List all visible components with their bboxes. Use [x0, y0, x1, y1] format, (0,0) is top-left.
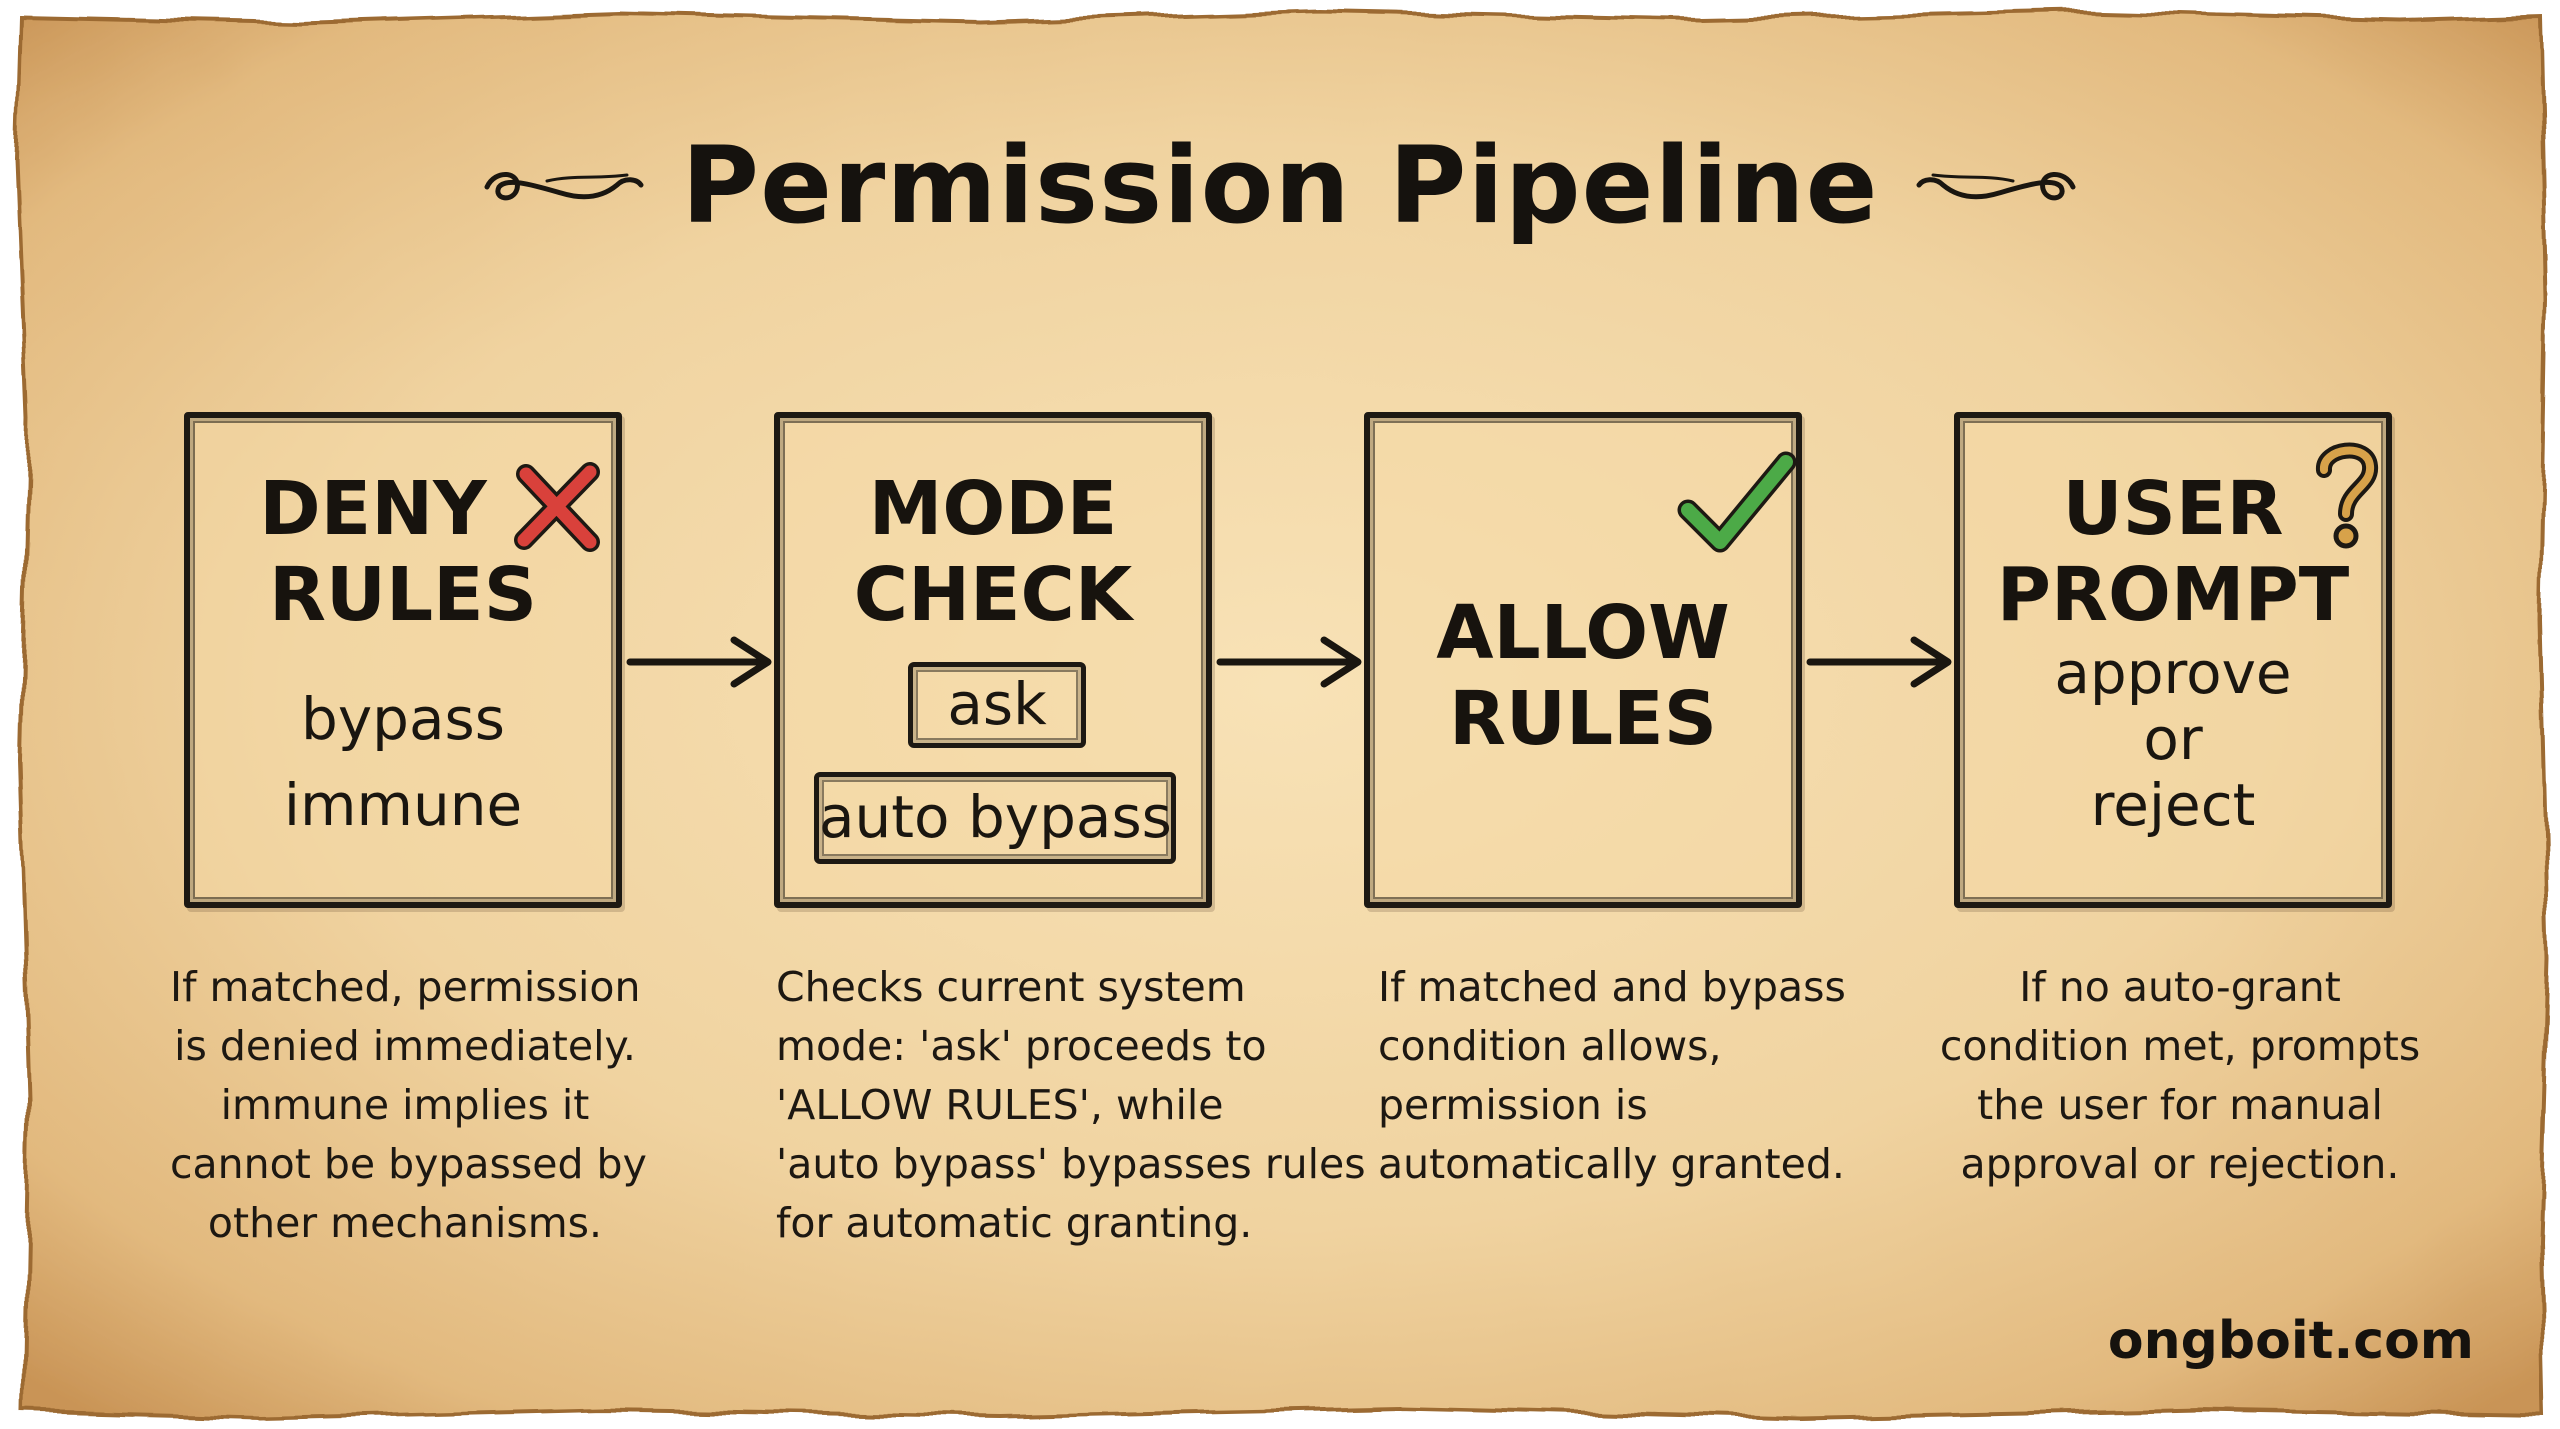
stage-title-line: CHECK [853, 552, 1133, 638]
stage-description-mode: Checks current system mode: 'ask' procee… [776, 958, 1366, 1253]
description-line: mode: 'ask' proceeds to [776, 1022, 1267, 1070]
stage-description-deny: If matched, permission is denied immedia… [170, 958, 647, 1253]
description-line: permission is [1378, 1081, 1648, 1129]
description-line: condition met, prompts [1939, 1022, 2421, 1070]
description-line: If no auto-grant [2019, 963, 2341, 1011]
stage-subtitle-line: or [2143, 705, 2203, 773]
stage-title-line: RULES [268, 552, 538, 638]
stage-subtitle-line: immune [283, 771, 523, 839]
stage-subtitle-line: reject [2090, 771, 2256, 839]
stage-title-line: MODE [868, 466, 1118, 552]
stage-user-prompt: USER PROMPT approve or reject [1954, 412, 2392, 908]
description-line: other mechanisms. [207, 1199, 603, 1247]
red-cross-icon [514, 462, 600, 552]
mode-option-ask: ask [908, 662, 1086, 748]
stage-title-line: RULES [1448, 676, 1718, 762]
flow-arrow [626, 636, 772, 688]
stage-subtitle-line: bypass [301, 685, 505, 753]
description-line: If matched, permission [170, 963, 641, 1011]
title-row: Permission Pipeline [0, 120, 2560, 250]
left-flourish-icon [484, 172, 644, 201]
description-line: condition allows, [1378, 1022, 1722, 1070]
description-line: for automatic granting. [776, 1199, 1253, 1247]
flow-arrow [1806, 636, 1952, 688]
description-line: 'ALLOW RULES', while [776, 1081, 1224, 1129]
stage-subtitle-line: approve [2054, 639, 2292, 707]
description-line: cannot be bypassed by [170, 1140, 647, 1188]
description-line: the user for manual [1977, 1081, 2383, 1129]
description-line: automatically granted. [1378, 1140, 1845, 1188]
stage-mode-check: MODE CHECK ask auto bypass [774, 412, 1212, 908]
page-title: Permission Pipeline [681, 123, 1879, 247]
stage-description-user: If no auto-grant condition met, prompts … [1930, 958, 2430, 1194]
description-line: approval or rejection. [1960, 1140, 2400, 1188]
description-line: 'auto bypass' bypasses rules [776, 1140, 1366, 1188]
stage-deny-rules: DENY RULES bypass immune [184, 412, 622, 908]
green-check-icon [1677, 451, 1796, 553]
question-mark-icon [2316, 442, 2378, 549]
stage-title-line: DENY [259, 466, 487, 552]
mode-option-auto-bypass: auto bypass [814, 772, 1176, 864]
right-flourish-icon [1916, 172, 2076, 201]
stage-description-allow: If matched and bypass condition allows, … [1378, 958, 1878, 1194]
description-line: If matched and bypass [1378, 963, 1846, 1011]
website-label: ongboit.com [2107, 1311, 2474, 1371]
description-line: Checks current system [776, 963, 1246, 1011]
stage-title-line: PROMPT [1996, 552, 2350, 638]
stage-allow-rules: ALLOW RULES [1364, 412, 1802, 908]
stage-title-line: ALLOW [1436, 590, 1730, 676]
stage-title-line: USER [2062, 466, 2284, 552]
description-line: immune implies it [220, 1081, 590, 1129]
flow-arrow [1216, 636, 1362, 688]
description-line: is denied immediately. [174, 1022, 636, 1070]
